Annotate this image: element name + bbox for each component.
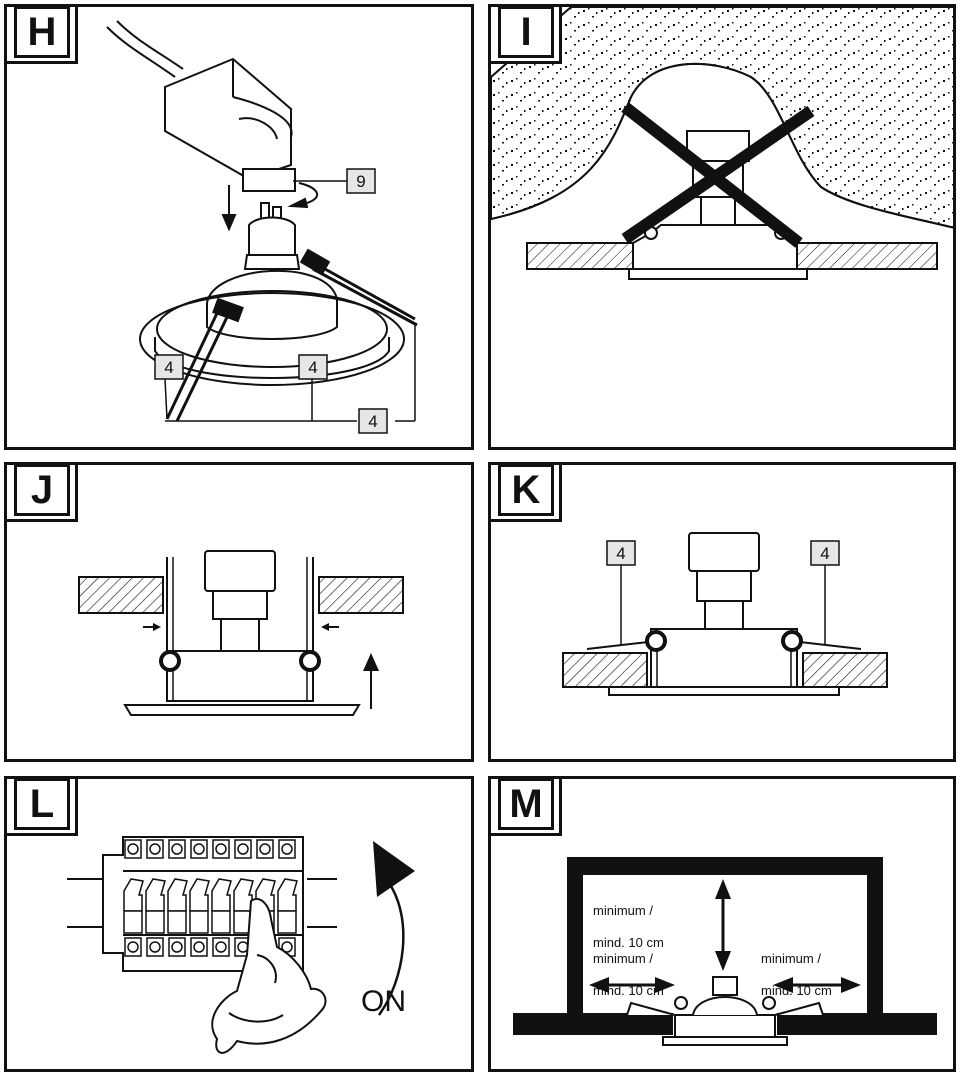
downlight-icon	[139, 202, 405, 386]
panel-i: I	[488, 4, 956, 450]
panel-j-letter: J	[14, 465, 70, 516]
plug-connector-icon	[164, 57, 296, 192]
terminal-body	[211, 910, 231, 934]
terminal-lever	[211, 878, 232, 912]
terminal-body	[123, 910, 143, 934]
terminal-body	[277, 910, 297, 934]
terminal-body	[167, 910, 187, 934]
screw-head-icon	[281, 843, 293, 855]
screw-head-icon	[237, 843, 249, 855]
panel-m-letter: M	[498, 779, 554, 830]
panel-i-illustration	[491, 7, 953, 280]
screw-head-icon	[281, 941, 293, 953]
panel-m-illustration	[513, 857, 937, 1046]
cross-icon	[621, 102, 815, 248]
panel-h-letter: H	[14, 7, 70, 58]
callout-4-middle: 4	[308, 358, 317, 377]
panel-k-tab: K	[491, 465, 562, 522]
panel-l-illustration	[67, 836, 415, 1054]
terminal-body	[145, 910, 165, 934]
panel-k-letter: K	[498, 465, 554, 516]
panel-i-tab: I	[491, 7, 562, 64]
clearance-left-line1: minimum /	[593, 951, 653, 966]
screw-head-icon	[127, 941, 139, 953]
callout-9: 9	[356, 172, 365, 191]
panel-l-letter: L	[14, 779, 70, 830]
switch-on-label: ON	[361, 985, 406, 1018]
callout-4-left: 4	[164, 358, 173, 377]
screw-head-icon	[215, 843, 227, 855]
panel-h-tab: H	[7, 7, 78, 64]
terminal-lever	[167, 878, 188, 912]
clearance-top-label: minimum / mind. 10 cm	[593, 887, 664, 967]
clearance-left-line2: mind. 10 cm	[593, 983, 664, 998]
clearance-top-line1: minimum /	[593, 903, 653, 918]
screw-head-icon	[149, 843, 161, 855]
panel-i-letter: I	[498, 7, 554, 58]
screw-head-icon	[193, 843, 205, 855]
clearance-left-label: minimum / mind. 10 cm	[593, 935, 664, 1015]
screw-head-icon	[193, 941, 205, 953]
panel-j: J	[4, 462, 474, 762]
screw-head-icon	[215, 941, 227, 953]
clearance-top-line2: mind. 10 cm	[593, 935, 664, 950]
panel-h-illustration: 9 4 4 4	[106, 20, 418, 434]
callout-4-right: 4	[368, 412, 377, 431]
panel-h: H	[4, 4, 474, 450]
panel-k: K 4 4	[488, 462, 956, 762]
screw-head-icon	[259, 843, 271, 855]
terminal-lever	[189, 878, 210, 912]
terminal-lever	[123, 878, 144, 912]
clearance-right-line1: minimum /	[761, 951, 821, 966]
callout-4-left: 4	[616, 544, 625, 563]
callout-4-right: 4	[820, 544, 829, 563]
terminal-lever	[145, 878, 166, 912]
panel-j-illustration	[78, 550, 404, 716]
screw-head-icon	[171, 941, 183, 953]
panel-k-illustration: 4 4	[562, 532, 888, 696]
arrow-icon	[377, 882, 405, 1016]
terminal-lever	[277, 878, 298, 912]
clearance-right-line2: mind. 10 cm	[761, 983, 832, 998]
screw-head-icon	[127, 843, 139, 855]
panel-m: M minimum / mind. 10 cm	[488, 776, 956, 1072]
screw-head-icon	[171, 843, 183, 855]
clearance-right-label: minimum / mind. 10 cm	[761, 935, 832, 1015]
panel-j-tab: J	[7, 465, 78, 522]
panel-m-tab: M	[491, 779, 562, 836]
panel-l: L ON	[4, 776, 474, 1072]
screw-head-icon	[149, 941, 161, 953]
hand-icon	[211, 898, 327, 1054]
terminal-body	[189, 910, 209, 934]
panel-l-tab: L	[7, 779, 78, 836]
